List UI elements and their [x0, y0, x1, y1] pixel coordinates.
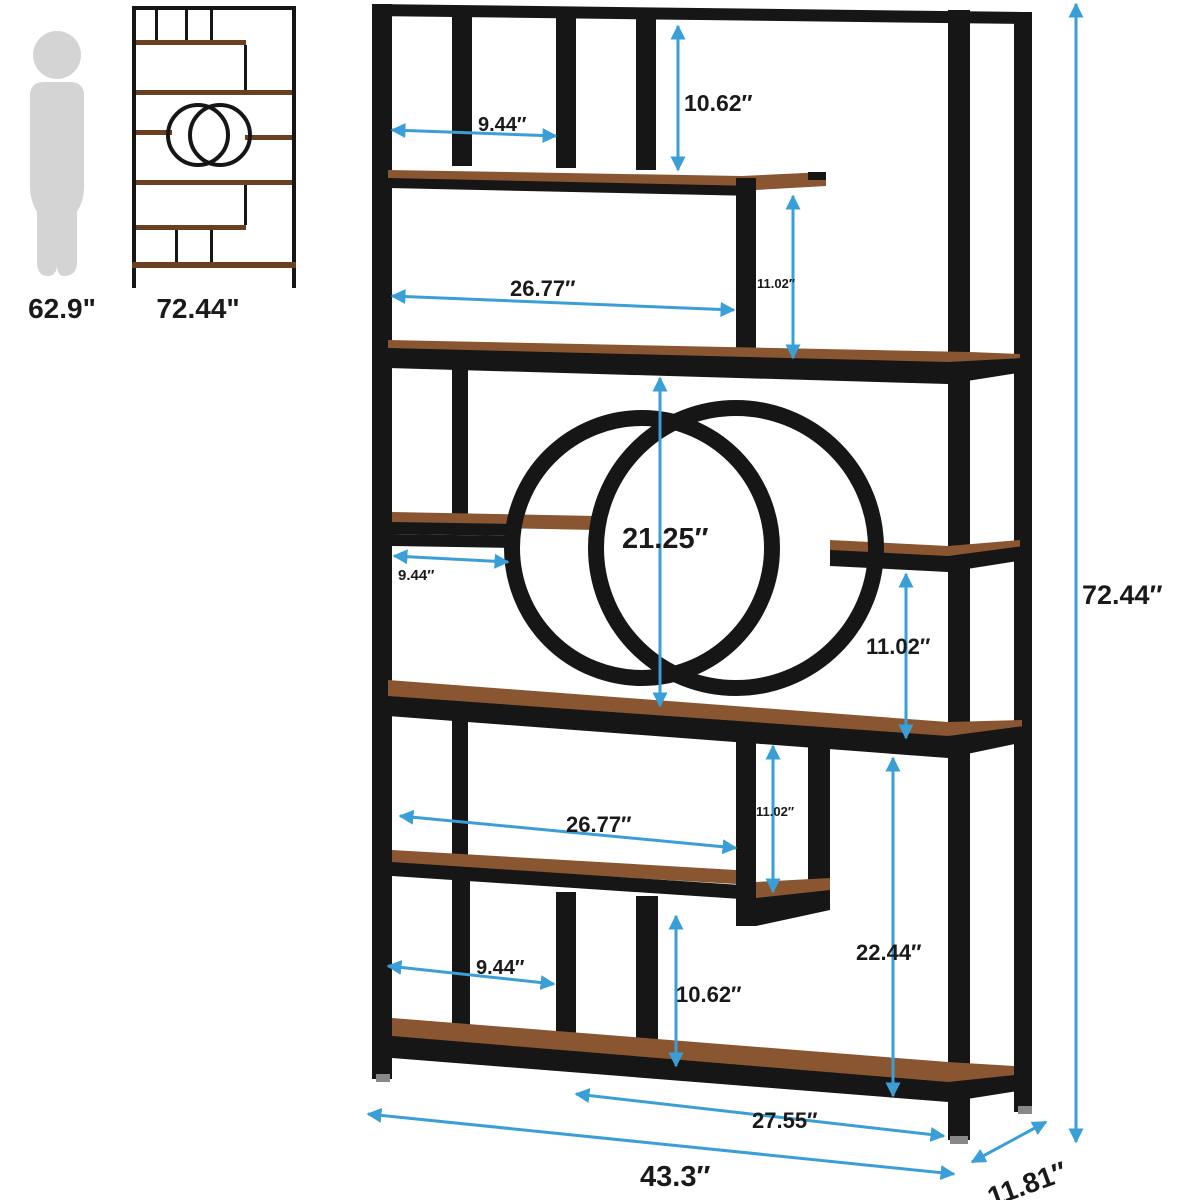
upper-wide-shelf-width-label: 26.77″ [510, 276, 576, 301]
total-depth-label: 11.81″ [983, 1156, 1071, 1200]
person-height-label: 62.9" [28, 293, 96, 324]
lower-wide-shelf-width-label: 26.77″ [566, 812, 632, 837]
dimension-lines [366, 2, 1084, 1181]
bookshelf-illustration [372, 4, 1032, 1144]
total-width-label: 43.3″ [640, 1161, 710, 1193]
thumbnail-height-label: 72.44" [156, 293, 239, 324]
upper-step-height-label: 11.02″ [757, 276, 795, 291]
middle-right-height-label: 11.02″ [866, 634, 931, 659]
total-height-label: 72.44″ [1082, 580, 1163, 610]
lower-step-height-label: 11.02″ [756, 804, 794, 819]
top-compartment-height-label: 10.62″ [684, 90, 753, 116]
bottom-compartment-width-label: 9.44″ [476, 957, 525, 979]
bookshelf-thumbnail-icon [132, 6, 296, 288]
person-silhouette-icon [30, 31, 84, 276]
bottom-shelf-width-label: 27.55″ [752, 1108, 818, 1133]
lower-section-height-label: 22.44″ [856, 940, 922, 965]
top-compartment-width-label: 9.44″ [478, 114, 527, 136]
bottom-compartment-height-label: 10.62″ [676, 982, 742, 1007]
middle-left-width-label: 9.44″ [398, 567, 434, 584]
circle-diameter-label: 21.25″ [622, 523, 709, 555]
